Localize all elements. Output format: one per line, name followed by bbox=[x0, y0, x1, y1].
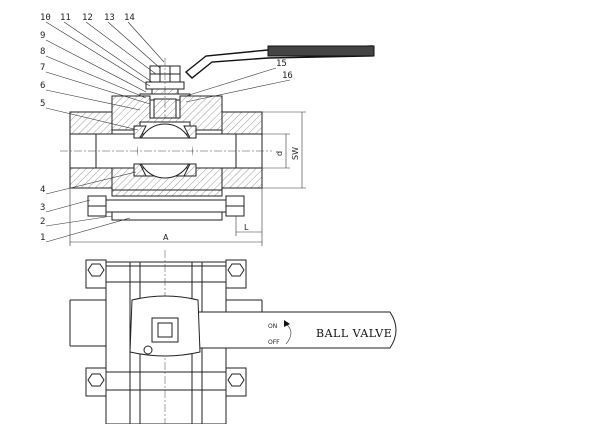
plan-handle bbox=[129, 295, 397, 357]
part-number-9: 9 bbox=[40, 31, 45, 41]
dim-label-SW: SW bbox=[291, 147, 300, 160]
part-number-7: 7 bbox=[40, 63, 45, 73]
handle-lever bbox=[184, 45, 375, 79]
handle-tag-text: BALL VALVE bbox=[316, 327, 392, 340]
right-end-cap-upper bbox=[221, 111, 263, 135]
dim-A: A bbox=[69, 188, 263, 246]
part-number-10: 10 bbox=[40, 13, 51, 23]
plan-bolt-bottom-left bbox=[85, 367, 226, 397]
plan-left-port bbox=[69, 299, 106, 347]
dim-label-A: A bbox=[163, 233, 169, 242]
part-number-1: 1 bbox=[40, 233, 45, 243]
bolt-upper bbox=[87, 195, 245, 217]
part-number-15: 15 bbox=[276, 59, 287, 69]
part-number-11: 11 bbox=[60, 13, 71, 23]
seat-left-upper bbox=[133, 125, 147, 139]
part-number-16: 16 bbox=[282, 71, 293, 81]
body-flange bbox=[111, 189, 223, 197]
part-number-5: 5 bbox=[40, 99, 45, 109]
plan-view: ON OFF BALL VALVE bbox=[69, 250, 397, 424]
left-end-cap-lower bbox=[69, 167, 113, 189]
on-label: ON bbox=[268, 323, 277, 330]
part-number-3: 3 bbox=[40, 203, 45, 213]
off-label: OFF bbox=[268, 339, 280, 346]
section-view: A L d SW bbox=[40, 13, 375, 246]
plan-bolt-top-left bbox=[85, 259, 226, 289]
on-off-indicator: ON OFF bbox=[268, 320, 292, 346]
part-number-8: 8 bbox=[40, 47, 45, 57]
plan-bolt-bottom-right bbox=[225, 367, 247, 397]
lower-flange bbox=[111, 211, 223, 221]
seat-right-lower bbox=[183, 163, 197, 177]
dim-label-L: L bbox=[244, 223, 249, 232]
part-number-13: 13 bbox=[104, 13, 115, 23]
part-callouts: 10 11 12 13 14 9 8 7 6 5 4 3 2 1 15 16 bbox=[40, 13, 293, 243]
part-number-6: 6 bbox=[40, 81, 45, 91]
right-end-cap-lower bbox=[221, 167, 263, 189]
part-number-14: 14 bbox=[124, 13, 135, 23]
dim-L: L bbox=[235, 216, 262, 236]
part-number-12: 12 bbox=[82, 13, 93, 23]
dim-SW: SW bbox=[262, 111, 306, 189]
stop-pin bbox=[143, 345, 153, 355]
seat-right-upper bbox=[183, 125, 197, 139]
dim-d: d bbox=[262, 133, 290, 169]
dim-label-d: d bbox=[275, 151, 284, 156]
part-number-4: 4 bbox=[40, 185, 45, 195]
part-number-2: 2 bbox=[40, 217, 45, 227]
seat-left-lower bbox=[133, 163, 147, 177]
plan-bolt-top-right bbox=[225, 259, 247, 289]
